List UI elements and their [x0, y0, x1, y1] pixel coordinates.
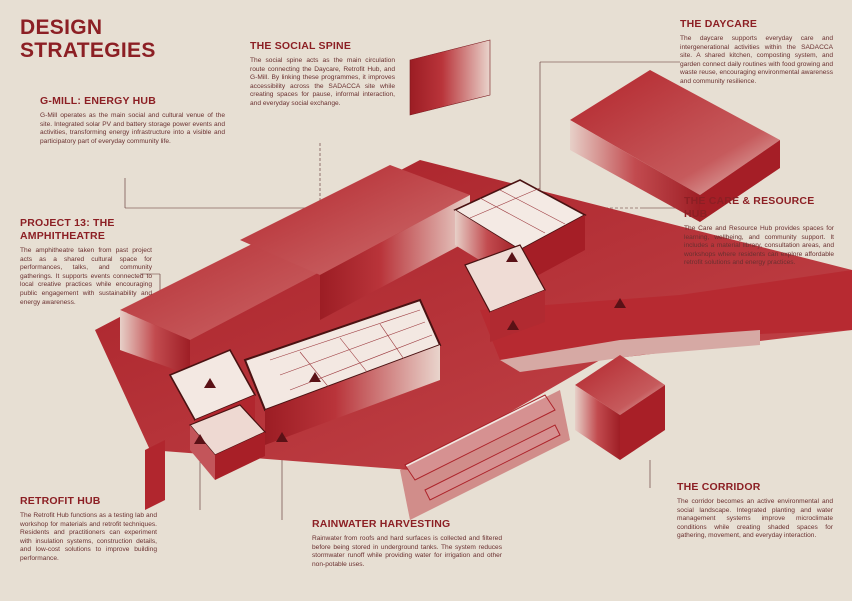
- marker-spine: [276, 432, 288, 442]
- section-retrofit-hub: RETROFIT HUB The Retrofit Hub functions …: [20, 495, 157, 564]
- daycare-building-wall: [570, 120, 700, 222]
- section-body: The Retrofit Hub functions as a testing …: [20, 512, 157, 562]
- section-body: The corridor becomes an active environme…: [677, 498, 833, 540]
- section-heading: THE SOCIAL SPINE: [250, 40, 352, 52]
- section-amphitheatre: PROJECT 13: THE AMPHITHEATRE The amphith…: [20, 217, 152, 307]
- marker-gmill: [309, 372, 321, 382]
- exploded-wall-fragment: [409, 39, 491, 116]
- marker-daycare: [507, 320, 519, 330]
- marker-carehub: [506, 252, 518, 262]
- section-heading: RAINWATER HARVESTING: [312, 518, 451, 530]
- page-title: DESIGN STRATEGIES: [20, 16, 156, 62]
- section-body: The daycare supports everyday care and i…: [680, 35, 833, 85]
- building-back-wall: [120, 310, 190, 375]
- daycare-wall: [490, 290, 545, 342]
- townhouse-wall: [575, 385, 620, 460]
- section-heading: THE CORRIDOR: [677, 481, 761, 493]
- boundary-fence: [145, 440, 165, 510]
- section-body: The Care and Resource Hub provides space…: [684, 225, 834, 267]
- corridor-ground: [480, 270, 852, 360]
- section-body: The social spine acts as the main circul…: [250, 57, 395, 107]
- section-corridor: THE CORRIDOR The corridor becomes an act…: [677, 481, 833, 541]
- corridor-footpath: [500, 330, 760, 372]
- section-body: The amphitheatre taken from past project…: [20, 247, 152, 306]
- section-daycare: THE DAYCARE The daycare supports everyda…: [680, 18, 833, 87]
- section-body: Rainwater from roofs and hard surfaces i…: [312, 535, 502, 568]
- location-markers: [194, 252, 626, 444]
- section-heading: RETROFIT HUB: [20, 495, 101, 507]
- solar-panel-strip: [404, 394, 556, 481]
- carehub-wall-2: [520, 215, 585, 285]
- gmill-roof: [240, 165, 470, 275]
- rainwater-tank-base: [400, 390, 570, 520]
- section-social-spine: THE SOCIAL SPINE The social spine acts a…: [250, 40, 395, 109]
- townhouse-wall-2: [620, 385, 665, 460]
- section-heading: PROJECT 13: THE AMPHITHEATRE: [20, 217, 115, 242]
- section-rainwater: RAINWATER HARVESTING Rainwater from roof…: [312, 518, 502, 569]
- section-heading: THE CARE & RESOURCE HUB: [684, 195, 815, 220]
- marker-retrofit: [194, 434, 206, 444]
- section-body: G-Mill operates as the main social and c…: [40, 112, 225, 145]
- daycare-building-roof: [570, 70, 780, 195]
- section-heading: THE DAYCARE: [680, 18, 758, 30]
- daycare-building-end: [700, 140, 780, 222]
- marker-amphitheatre: [204, 378, 216, 388]
- section-care-resource-hub: THE CARE & RESOURCE HUB The Care and Res…: [684, 195, 834, 268]
- solar-panel-row-2: [424, 424, 561, 501]
- gmill-front-wall: [320, 195, 470, 320]
- cutaway-wall: [265, 345, 440, 445]
- retrofit-wall-2: [215, 432, 265, 480]
- marker-corridor: [614, 298, 626, 308]
- section-gmill: G-MILL: ENERGY HUB G-Mill operates as th…: [40, 95, 225, 146]
- section-heading: G-MILL: ENERGY HUB: [40, 95, 156, 107]
- retrofit-wall: [190, 425, 215, 480]
